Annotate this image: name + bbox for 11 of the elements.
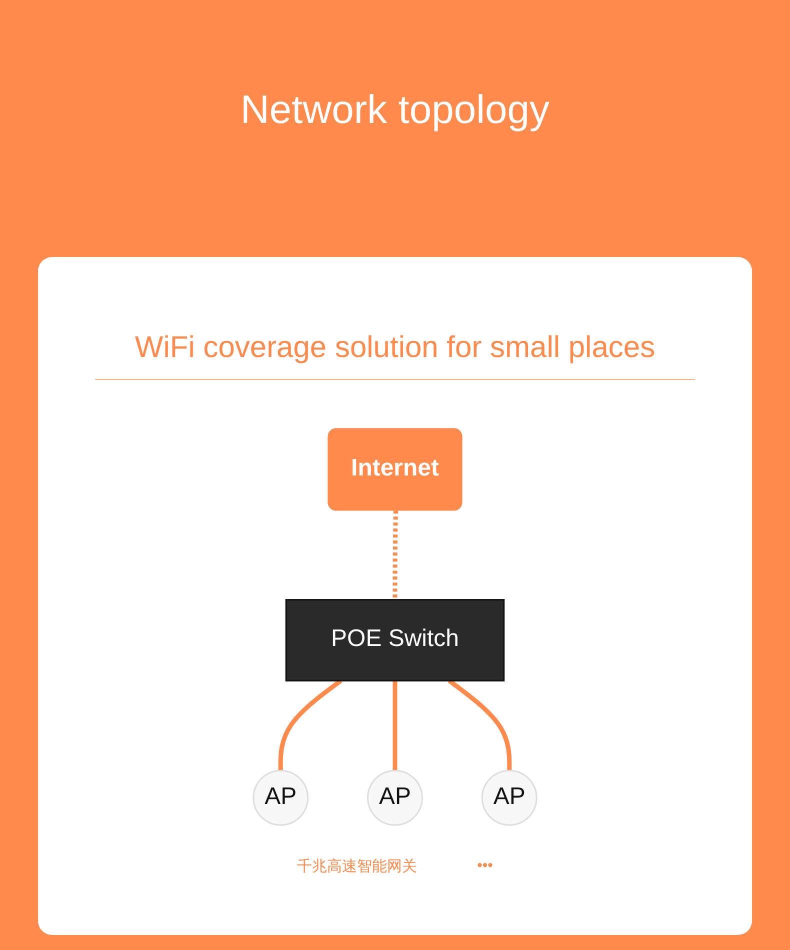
ellipsis-text: ••• — [477, 857, 493, 876]
connector — [392, 510, 398, 600]
node-circle — [481, 770, 538, 826]
connector — [392, 680, 398, 771]
node-circle — [252, 770, 309, 826]
node-box — [285, 599, 505, 682]
device-print-text: 千兆高速智能网关 — [297, 857, 418, 876]
node-circle — [367, 770, 423, 826]
page-title: Network topology — [239, 88, 551, 133]
card-background: WiFi coverage solution for small places Internet POE Switch AP AP AP 千兆高速智能网关 ••• — [38, 257, 752, 935]
subtitle: WiFi coverage solution for small places — [95, 331, 695, 380]
